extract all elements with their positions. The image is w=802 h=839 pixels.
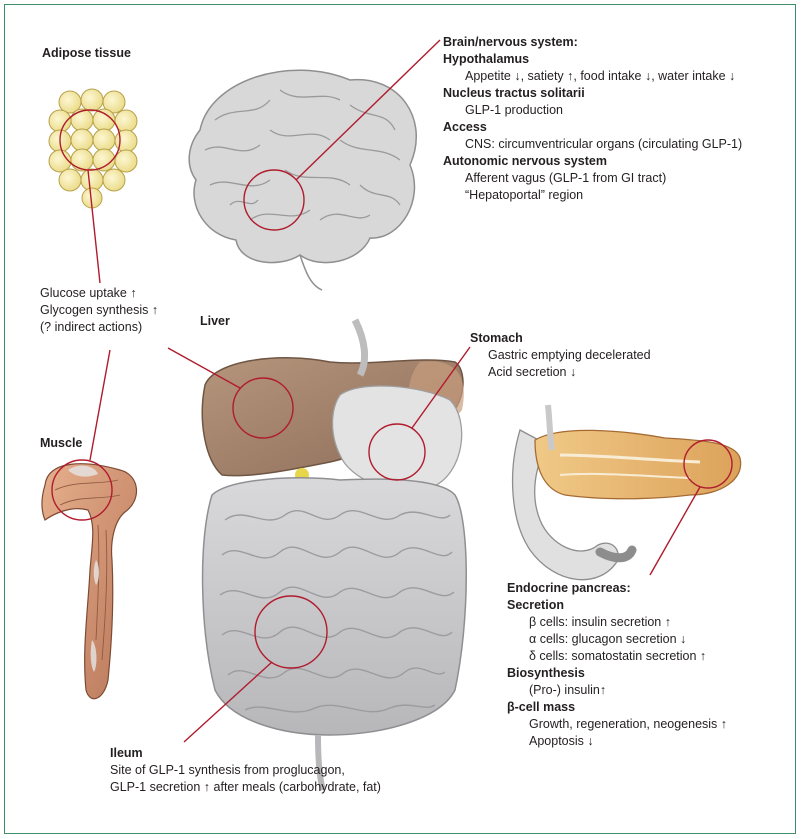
stomach-title: Stomach — [470, 330, 651, 347]
adipose-tissue-illustration — [49, 89, 137, 208]
brain-heading-hypothalamus: Hypothalamus — [443, 51, 742, 68]
brain-item-access: CNS: circumventricular organs (circulati… — [443, 136, 742, 153]
brain-heading-autonomic: Autonomic nervous system — [443, 153, 742, 170]
stomach-item-2: Acid secretion ↓ — [470, 364, 651, 381]
muscle-leader-line — [90, 350, 110, 460]
adipose-title: Adipose tissue — [42, 45, 131, 62]
muscle-illustration — [42, 464, 137, 699]
pancreas-heading-beta-cell-mass: β-cell mass — [507, 699, 727, 716]
brain-block: Brain/nervous system: Hypothalamus Appet… — [443, 34, 742, 204]
liver-title: Liver — [200, 313, 230, 330]
brain-item-hypothalamus: Appetite ↓, satiety ↑, food intake ↓, wa… — [443, 68, 742, 85]
brain-title: Brain/nervous system: — [443, 34, 742, 51]
pancreas-item-beta: β cells: insulin secretion ↑ — [507, 614, 727, 631]
pancreas-block: Endocrine pancreas: Secretion β cells: i… — [507, 580, 727, 750]
pancreas-item-proinsulin: (Pro-) insulin↑ — [507, 682, 727, 699]
intestines-illustration — [203, 478, 467, 790]
brain-item-nts: GLP-1 production — [443, 102, 742, 119]
pancreas-item-growth: Growth, regeneration, neogenesis ↑ — [507, 716, 727, 733]
peripheral-effects: Glucose uptake ↑ Glycogen synthesis ↑ (?… — [40, 285, 158, 336]
brain-item-autonomic-1: Afferent vagus (GLP-1 from GI tract) — [443, 170, 742, 187]
peripheral-line-3: (? indirect actions) — [40, 319, 158, 336]
brain-heading-nts: Nucleus tractus solitarii — [443, 85, 742, 102]
pancreas-heading-secretion: Secretion — [507, 597, 727, 614]
pancreas-title: Endocrine pancreas: — [507, 580, 727, 597]
brain-illustration — [189, 70, 416, 290]
brain-item-autonomic-2: “Hepatoportal” region — [443, 187, 742, 204]
pancreas-illustration — [513, 405, 741, 580]
ileum-line-2: GLP-1 secretion ↑ after meals (carbohydr… — [110, 779, 381, 796]
pancreas-item-apoptosis: Apoptosis ↓ — [507, 733, 727, 750]
ileum-title: Ileum — [110, 745, 381, 762]
peripheral-line-1: Glucose uptake ↑ — [40, 285, 158, 302]
muscle-title: Muscle — [40, 435, 82, 452]
pancreas-heading-biosynthesis: Biosynthesis — [507, 665, 727, 682]
ileum-block: Ileum Site of GLP-1 synthesis from progl… — [110, 745, 381, 796]
ileum-line-1: Site of GLP-1 synthesis from proglucagon… — [110, 762, 381, 779]
brain-heading-access: Access — [443, 119, 742, 136]
pancreas-item-delta: δ cells: somatostatin secretion ↑ — [507, 648, 727, 665]
peripheral-line-2: Glycogen synthesis ↑ — [40, 302, 158, 319]
pancreas-item-alpha: α cells: glucagon secretion ↓ — [507, 631, 727, 648]
stomach-item-1: Gastric emptying decelerated — [470, 347, 651, 364]
pancreas-leader-line — [650, 487, 700, 575]
stomach-block: Stomach Gastric emptying decelerated Aci… — [470, 330, 651, 381]
